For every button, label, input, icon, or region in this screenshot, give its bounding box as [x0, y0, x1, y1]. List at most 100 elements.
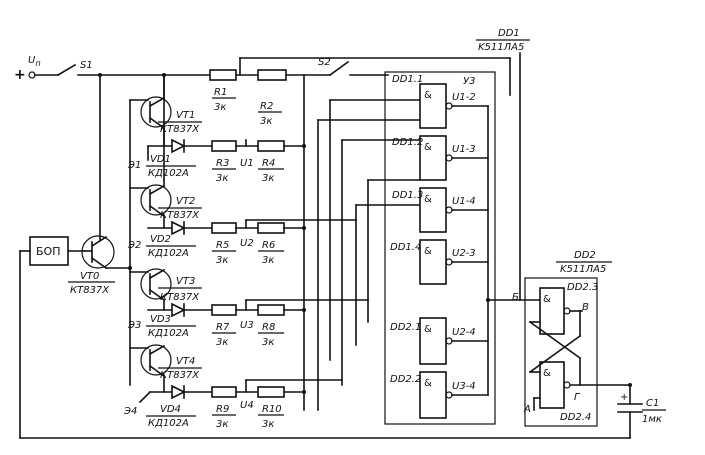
bop-block: БОП	[29, 236, 69, 266]
gate-dd2-2-out: U3-4	[452, 381, 476, 392]
gate-dd2-2-ref: DD2.2	[390, 374, 421, 385]
dd2-label: DD2 K511ЛА5	[556, 250, 612, 275]
resistor-r10: R10 3к	[257, 386, 285, 430]
latch-g-label: Г	[574, 392, 581, 403]
gate-dd1-3: & DD1.3 U1-4	[392, 187, 489, 233]
r4-label: R4	[262, 158, 275, 169]
r7-value: 3к	[216, 337, 228, 348]
c1-ref: C1	[646, 398, 659, 409]
transistor-vt0: VT0 КТ837Х	[68, 235, 115, 296]
gate-dd2-1: & DD2.1 U2-4	[390, 317, 489, 365]
diode-vd4: VD4 КД102А	[146, 384, 196, 429]
u1-label: U1	[240, 158, 254, 169]
gate-dd2-2: & DD2.2 U3-4	[390, 371, 489, 419]
gate-dd1-2: & DD1.2 U1-3	[392, 135, 489, 181]
gate-dd1-1: & DD1.1 U1-2	[392, 74, 489, 129]
switch-s2: S2	[318, 57, 389, 77]
supply-terminal: + Uп	[14, 55, 41, 83]
emitter-2: Э2	[127, 240, 141, 251]
resistor-r4: R4 3к	[257, 140, 285, 184]
vd3-ref: VD3	[150, 314, 171, 325]
gate-dd2-4: & Г А DD2.4	[523, 361, 631, 423]
r10-label: R10	[262, 404, 282, 415]
supply-plus: +	[14, 67, 26, 83]
vt3-type: КТ837Х	[160, 292, 200, 303]
r7-label: R7	[216, 322, 230, 333]
emitter-4: Э4	[123, 406, 137, 417]
bop-label: БОП	[36, 245, 60, 258]
gate-dd2-3-sym: &	[543, 294, 551, 305]
r6-value: 3к	[262, 255, 274, 266]
gate-dd1-3-out: U1-4	[452, 196, 476, 207]
vt1-type: КТ837Х	[160, 124, 200, 135]
gate-dd2-1-out: U2-4	[452, 327, 476, 338]
gate-dd2-3: & DD2.3 Б В	[512, 282, 598, 335]
transistor-vt1: VT1 КТ837Х	[129, 74, 202, 135]
transistor-vt3: VT3 КТ837Х	[129, 268, 202, 303]
r3-value: 3к	[216, 173, 228, 184]
gate-dd2-4-sym: &	[543, 368, 551, 379]
supply-label-main: U	[28, 55, 36, 66]
resistor-r2: R2 3к	[257, 69, 287, 127]
transistor-vt4: VT4 КТ837Х	[129, 344, 202, 381]
vd1-ref: VD1	[150, 154, 171, 165]
gate-dd1-4-sym: &	[424, 246, 432, 257]
vt0-type: КТ837Х	[70, 285, 110, 296]
vt2-ref: VT2	[176, 196, 195, 207]
vd4-ref: VD4	[160, 404, 181, 415]
r1-label: R1	[214, 87, 227, 98]
resistor-r1: R1 3к	[209, 69, 237, 113]
vd1-type: КД102А	[148, 168, 189, 179]
r3-label: R3	[216, 158, 229, 169]
dd1-ref: DD1	[498, 28, 520, 39]
u3-chip-label: У3	[463, 76, 475, 87]
latch-a-label: А	[523, 404, 531, 415]
gate-dd1-4: & DD1.4 U2-3	[390, 239, 489, 285]
vd4-type: КД102А	[148, 418, 189, 429]
switch-s1-label: S1	[80, 60, 93, 71]
dd2-ref: DD2	[574, 250, 596, 261]
gate-dd1-2-out: U1-3	[452, 144, 476, 155]
gate-dd2-1-sym: &	[424, 324, 432, 335]
supply-label: Uп	[28, 55, 41, 68]
switch-s1: S1	[34, 60, 101, 77]
latch-v-label: В	[582, 302, 589, 313]
gate-dd1-4-out: U2-3	[452, 248, 476, 259]
resistor-r9: R9 3к	[211, 386, 237, 430]
u2-label: U2	[240, 238, 254, 249]
dd1-label: DD1 K511ЛА5	[476, 28, 530, 53]
resistor-r5: R5 3к	[211, 222, 237, 266]
diode-vd3: VD3 КД102А	[146, 302, 196, 339]
emitter-3: Э3	[127, 320, 141, 331]
diode-vd1: VD1 КД102А	[146, 138, 196, 179]
r8-label: R8	[262, 322, 275, 333]
vt2-type: КТ837Х	[160, 210, 200, 221]
emitter-1: Э1	[127, 160, 141, 171]
c1-value: 1мк	[642, 414, 662, 425]
vt4-ref: VT4	[176, 356, 195, 367]
r2-label: R2	[260, 101, 273, 112]
c1-plus: +	[620, 392, 628, 403]
gate-dd1-3-ref: DD1.3	[392, 190, 423, 201]
gate-dd1-4-ref: DD1.4	[390, 242, 421, 253]
vt4-type: КТ837Х	[160, 370, 200, 381]
gate-dd2-3-ref: DD2.3	[567, 282, 598, 293]
dd2-type: K511ЛА5	[560, 264, 606, 275]
r8-value: 3к	[262, 337, 274, 348]
r2-value: 3к	[260, 116, 272, 127]
transistor-vt2: VT2 КТ837Х	[129, 179, 202, 221]
gate-dd1-2-sym: &	[424, 142, 432, 153]
r5-label: R5	[216, 240, 229, 251]
resistor-r3: R3 3к	[211, 140, 237, 184]
gate-dd2-4-ref: DD2.4	[560, 412, 591, 423]
gate-dd2-2-sym: &	[424, 378, 432, 389]
gate-array-frame: У3	[384, 71, 496, 425]
vd2-ref: VD2	[150, 234, 171, 245]
capacitor-c1: + C1 1мк	[617, 384, 666, 439]
gate-dd1-1-out: U1-2	[452, 92, 476, 103]
gate-dd1-1-ref: DD1.1	[392, 74, 423, 85]
u3-label: U3	[240, 320, 254, 331]
u4-label: U4	[240, 400, 254, 411]
vt3-ref: VT3	[176, 276, 195, 287]
